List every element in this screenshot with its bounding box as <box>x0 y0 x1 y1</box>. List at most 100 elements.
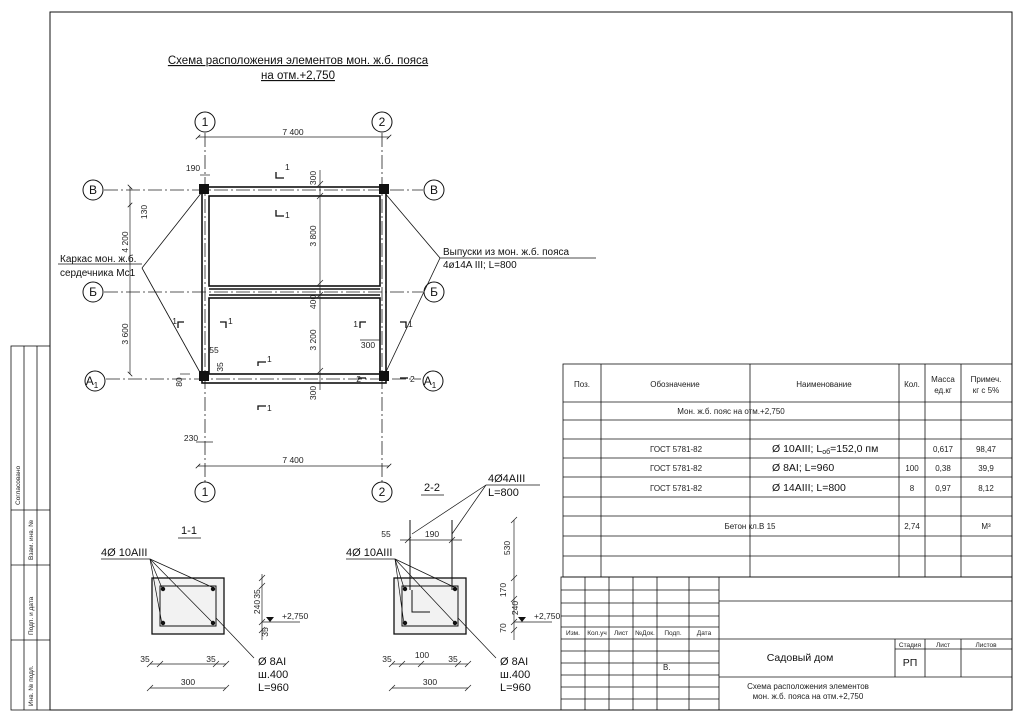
stamp-col-list: Лист <box>614 630 628 637</box>
dim-300-b: 300 <box>308 386 318 400</box>
section-1-d240: 240 <box>252 600 262 614</box>
spec-concrete-qty: 2,74 <box>904 522 920 531</box>
spec-row-3: ГОСТ 5781-82 Ø 14AIII; L=800 8 0,97 8,12 <box>650 482 994 494</box>
section-1-d35-l: 35 <box>140 654 150 664</box>
section-2-title: 2-2 <box>424 482 440 494</box>
dim-300-c: 300 <box>361 340 375 350</box>
dim-7400-top: 7 400 <box>282 127 304 137</box>
side-stamp-c1: Согласовано <box>15 466 22 505</box>
section-1-bars <box>160 586 216 626</box>
cut-mark-1a: 1 <box>285 162 290 172</box>
section-2-d70: 70 <box>498 623 508 633</box>
section-2-level: +2,750 <box>534 611 561 621</box>
cut-mark-1c: 1 <box>172 316 177 326</box>
grid-axes <box>104 133 423 483</box>
dim-300-a: 300 <box>308 171 318 185</box>
spec-row-1-note: 98,47 <box>976 445 997 454</box>
dim-230: 230 <box>184 433 198 443</box>
dim-190: 190 <box>186 163 200 173</box>
plan-title-line1: Схема расположения элементов мон. ж.б. п… <box>168 55 429 67</box>
spec-header-note-2: кг с 5% <box>973 386 999 395</box>
axis-b-left: Б <box>89 285 97 299</box>
cut-mark-2a: 2 <box>356 374 361 384</box>
cut-mark-1d: 1 <box>228 316 233 326</box>
stamp-grid <box>560 576 1013 711</box>
callout-left-line2: сердечника Мс1 <box>60 268 136 279</box>
section-2-d170: 170 <box>498 583 508 597</box>
axis-v-right: В <box>430 183 438 197</box>
spec-header-note-1: Примеч. <box>971 375 1002 384</box>
belt-beams <box>201 186 387 384</box>
axis-a-left: А1 <box>86 374 99 390</box>
section-2-rebar-top-1: 4Ø4AIII <box>488 473 525 485</box>
section-2-d100: 100 <box>415 650 429 660</box>
side-stamp <box>10 345 51 711</box>
section-2-rebar-main: 4Ø 10AIII <box>346 547 392 559</box>
section-2-d240: 240 <box>510 601 520 615</box>
stamp-v-mark: В. <box>663 663 671 672</box>
cut-mark-1g: 1 <box>267 354 272 364</box>
spec-row-2-desig: ГОСТ 5781-82 <box>650 464 703 473</box>
section-2-width: 300 <box>423 677 437 687</box>
spec-row-1-desig: ГОСТ 5781-82 <box>650 445 703 454</box>
section-1-level: +2,750 <box>282 611 309 621</box>
stamp-stage-value: РП <box>903 657 918 669</box>
spec-table-grid <box>562 363 1013 578</box>
cut-mark-1b: 1 <box>285 210 290 220</box>
spec-header-qty: Кол. <box>904 380 920 389</box>
section-2-d35-l: 35 <box>382 654 392 664</box>
side-stamp-c2: Взам. инв. № <box>28 520 35 560</box>
spec-row-3-qty: 8 <box>910 484 915 493</box>
axis-1-top: 1 <box>202 115 209 129</box>
stamp-col-ndok: №Док. <box>635 630 655 637</box>
dim-7400-bottom: 7 400 <box>282 455 304 465</box>
spec-row-2: ГОСТ 5781-82 Ø 8AI; L=960 100 0,38 39,9 <box>650 462 994 474</box>
section-1-d35-r: 35 <box>206 654 216 664</box>
spec-row-2-qty: 100 <box>905 464 919 473</box>
cut-mark-2b: 2 <box>410 374 415 384</box>
spec-header-mass-1: Масса <box>931 375 955 384</box>
side-stamp-c4: Инв. № подл. <box>28 665 35 706</box>
stamp-col-podp: Подп. <box>664 630 681 637</box>
section-1-d35-bot: 35 <box>260 627 270 637</box>
axis-b-right: Б <box>430 285 438 299</box>
section-1-stirrup-2: ш.400 <box>258 669 288 681</box>
axis-a-right: А1 <box>424 374 437 390</box>
stamp-object: Садовый дом <box>767 652 834 664</box>
section-2-bars <box>402 586 458 626</box>
section-2-d55: 55 <box>381 529 391 539</box>
section-2-stirrup-1: Ø 8AI <box>500 656 528 668</box>
dim-130: 130 <box>139 205 149 219</box>
axis-2-bottom: 2 <box>379 485 386 499</box>
spec-row-1-mass: 0,617 <box>933 445 954 454</box>
plan-title-line2: на отм.+2,750 <box>261 70 335 82</box>
stamp-col-kol: Кол.уч <box>587 630 607 637</box>
dimension-lines <box>130 134 392 469</box>
cut-mark-1h: 1 <box>267 403 272 413</box>
section-cut-marks <box>177 172 408 410</box>
section-1-stirrup-3: L=960 <box>258 682 289 694</box>
stamp-col-data: Дата <box>697 630 712 637</box>
section-2-stirrup-2: ш.400 <box>500 669 530 681</box>
section-2-body <box>393 484 497 659</box>
dim-3200: 3 200 <box>308 329 318 351</box>
belt-corners <box>199 184 389 381</box>
spec-header-name: Наименование <box>796 380 852 389</box>
stamp-sheets-label: Листов <box>975 642 997 649</box>
section-2-d35-r: 35 <box>448 654 458 664</box>
dim-3800: 3 800 <box>308 225 318 247</box>
section-2-stirrup-3: L=960 <box>500 682 531 694</box>
spec-concrete-unit: М³ <box>981 522 991 531</box>
spec-row-3-note: 8,12 <box>978 484 994 493</box>
section-1-title: 1-1 <box>181 525 197 537</box>
dim-4200: 4 200 <box>120 231 130 253</box>
stamp-sheet-label: Лист <box>936 642 950 649</box>
dim-35: 35 <box>215 362 225 372</box>
section-1-stirrup-1: Ø 8AI <box>258 656 286 668</box>
section-1-width: 300 <box>181 677 195 687</box>
dim-3600: 3 600 <box>120 323 130 345</box>
spec-row-3-name: Ø 14AIII; L=800 <box>772 482 846 494</box>
section-2-rebar-top-2: L=800 <box>488 487 519 499</box>
stamp-sheet-title-1: Схема расположения элементов <box>747 682 869 691</box>
